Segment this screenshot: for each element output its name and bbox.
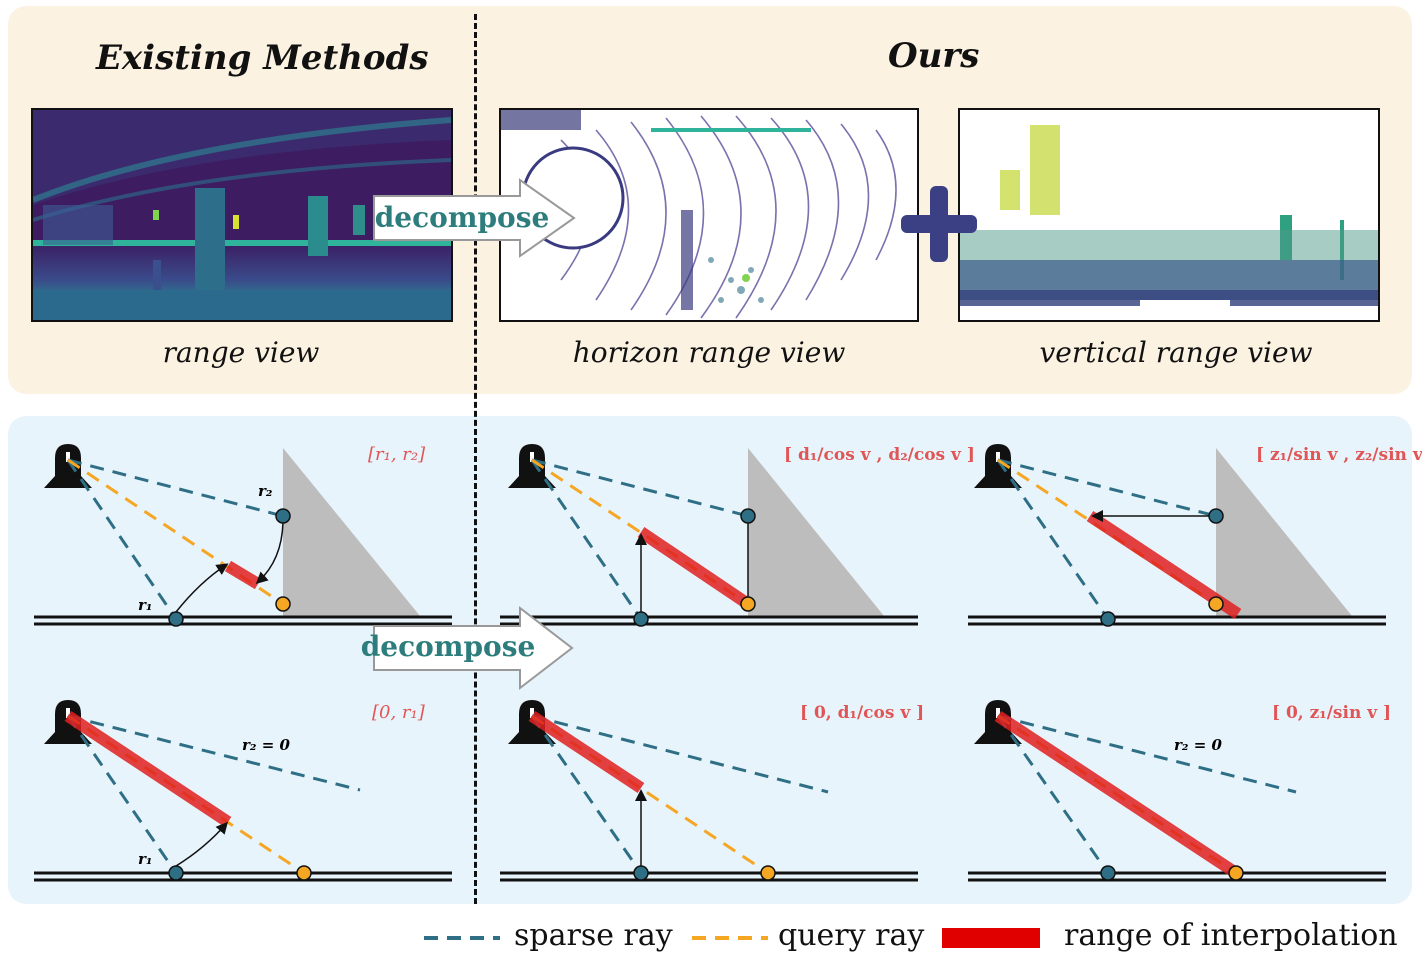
decompose-arrow-top: decompose: [373, 178, 576, 258]
horizon-range-view-image: [499, 108, 919, 322]
ours-heading: Ours: [888, 36, 980, 76]
scene-horizon-top: [ d₁/cos v , d₂/cos v ]: [500, 444, 975, 627]
scene-existing-top: r₂ r₁ [r₁, r₂]: [34, 444, 452, 627]
bottom-panel: [8, 416, 1412, 904]
vertical-range-view-image: [958, 108, 1380, 322]
existing-methods-heading: Existing Methods: [96, 38, 429, 78]
label-r2zero-s4: r₂ = 0: [242, 736, 290, 754]
label-r2-s1: r₂: [258, 482, 273, 500]
formula-s1: [r₁, r₂]: [368, 444, 426, 465]
range-view-image: [31, 108, 453, 322]
decompose-label-top: decompose: [375, 201, 550, 234]
decompose-label-bottom: decompose: [361, 630, 536, 663]
legend-sparse-ray-label: sparse ray: [514, 918, 673, 953]
scene-vertical-bottom: r₂ = 0 [ 0, z₁/sin v ]: [968, 700, 1391, 882]
label-r1-s1: r₁: [138, 596, 152, 614]
decompose-arrow-bottom: decompose: [361, 605, 574, 691]
legend-query-ray-label: query ray: [778, 918, 925, 953]
caption-horizon-range-view: horizon range view: [572, 336, 846, 369]
scene-horizon-bottom: [ 0, d₁/cos v ]: [500, 700, 924, 882]
dash-dot-divider: [474, 14, 477, 904]
caption-range-view: range view: [162, 336, 320, 369]
formula-s3: [ z₁/sin v , z₂/sin v ]: [1256, 445, 1422, 465]
formula-s2: [ d₁/cos v , d₂/cos v ]: [784, 445, 975, 465]
legend-interp-label: range of interpolation: [1064, 918, 1398, 953]
scene-existing-bottom: r₂ = 0 r₁ [0, r₁]: [34, 700, 452, 882]
label-r1-s4: r₁: [138, 850, 152, 868]
formula-s5: [ 0, d₁/cos v ]: [800, 703, 924, 723]
scene-vertical-top: [ z₁/sin v , z₂/sin v ]: [968, 444, 1422, 627]
formula-s4: [0, r₁]: [372, 702, 426, 723]
legend-symbols: [424, 928, 1040, 948]
caption-vertical-range-view: vertical range view: [1039, 336, 1313, 369]
plus-icon: [901, 186, 977, 262]
formula-s6: [ 0, z₁/sin v ]: [1272, 703, 1391, 723]
label-r2zero-s6: r₂ = 0: [1174, 736, 1222, 754]
legend-interp-swatch: [942, 928, 1040, 948]
